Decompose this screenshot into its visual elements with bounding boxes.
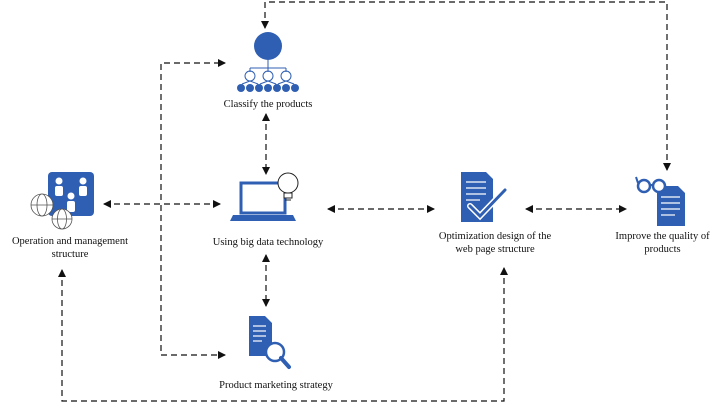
web-design-label: Optimization design of the web page stru…: [410, 230, 580, 256]
web-design-label-line1: Optimization design of the: [438, 231, 552, 242]
people-globe-icon: [30, 172, 94, 230]
big-data-label: Using big data technology: [212, 237, 324, 248]
laptop-lightbulb-icon: [230, 172, 299, 221]
operation-label-line2: structure: [51, 249, 89, 260]
marketing-label: Product marketing strategy: [219, 380, 333, 391]
operation-label-line1: Operation and management: [11, 236, 129, 247]
quality-label: Improve the quality of products: [604, 230, 721, 256]
web-design-label-line2: web page structure: [455, 244, 535, 255]
connector-bus-classify: [160, 59, 226, 200]
connector-classify-quality: [261, 1, 671, 171]
connector-operation-web: [58, 267, 508, 402]
hierarchy-icon: [237, 32, 299, 92]
operation-label: Operation and management structure: [0, 235, 140, 261]
quality-label-line1: Improve the quality of: [615, 231, 710, 242]
document-check-icon: [461, 172, 508, 222]
glasses-document-icon: [635, 176, 685, 226]
classify-label: Classify the products: [223, 99, 313, 110]
document-magnifier-icon: [249, 316, 291, 369]
connector-bus-marketing: [160, 205, 226, 359]
quality-label-line2: products: [644, 244, 681, 255]
